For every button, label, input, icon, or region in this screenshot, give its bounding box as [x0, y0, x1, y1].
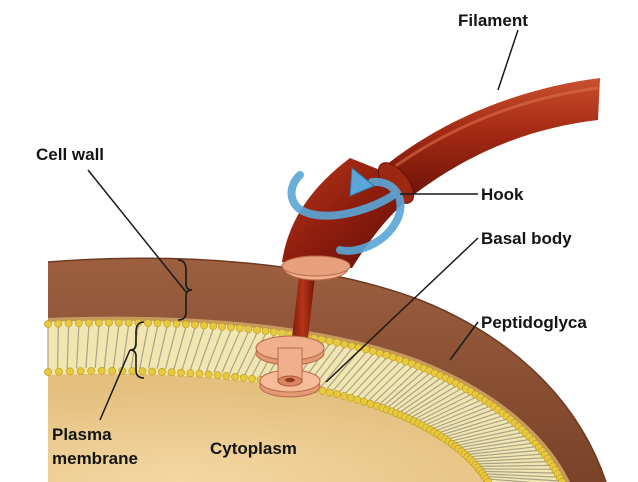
lipid-head [369, 348, 376, 355]
lipid-head [376, 350, 383, 357]
hook-bottom-rim [282, 256, 350, 276]
lipid-head [115, 319, 122, 326]
lipid-head [139, 368, 146, 375]
lipid-head [340, 392, 347, 399]
lipid-tail [58, 327, 59, 369]
label-filament: Filament [458, 11, 528, 30]
lipid-head [129, 368, 136, 375]
lipid-head [205, 371, 212, 378]
lipid-head [219, 323, 226, 330]
lipid-head [55, 320, 62, 327]
lipid-head [348, 342, 355, 349]
lipid-head [201, 322, 208, 329]
lipid-head [326, 389, 333, 396]
lipid-head [236, 325, 243, 332]
lipid-head [333, 391, 340, 398]
lipid-head [367, 400, 374, 407]
label-basal-body: Basal body [481, 229, 572, 248]
lipid-head [105, 319, 112, 326]
label-cell-wall: Cell wall [36, 145, 104, 164]
label-plasma-line1: Plasma [52, 425, 112, 444]
lipid-head [75, 320, 82, 327]
lipid-head [262, 327, 269, 334]
lipid-head [77, 368, 84, 375]
lipid-head [354, 396, 361, 403]
lipid-head [158, 368, 165, 375]
lipid-head [253, 326, 260, 333]
lipid-head [326, 338, 333, 345]
lipid-head [173, 320, 180, 327]
lipid-head [163, 320, 170, 327]
lipid-head [149, 368, 156, 375]
label-cytoplasm: Cytoplasm [210, 439, 297, 458]
lipid-head [227, 324, 234, 331]
lipid-head [270, 328, 277, 335]
lipid-head [177, 369, 184, 376]
lipid-head [279, 330, 286, 337]
lipid-head [125, 319, 132, 326]
lipid-head [383, 352, 390, 359]
lipid-head [109, 367, 116, 374]
lipid-head [223, 372, 230, 379]
flagellum-filament [380, 78, 600, 196]
lipid-head [168, 369, 175, 376]
label-peptidoglycan: Peptidoglyca [481, 313, 587, 332]
lipid-head [144, 319, 151, 326]
lipid-head [389, 354, 396, 361]
lipid-head [44, 368, 51, 375]
lipid-head [98, 367, 105, 374]
lipid-head [187, 370, 194, 377]
lipid-head [191, 321, 198, 328]
lipid-head [249, 375, 256, 382]
lipid-head [347, 394, 354, 401]
lipid-head [232, 373, 239, 380]
lipid-head [210, 322, 217, 329]
lipid-head [319, 387, 326, 394]
label-hook: Hook [481, 185, 524, 204]
lipid-head [360, 398, 367, 405]
lipid-head [154, 320, 161, 327]
lipid-head [95, 319, 102, 326]
lipid-head [182, 321, 189, 328]
lipid-head [65, 320, 72, 327]
label-plasma-line2: membrane [52, 449, 138, 468]
lipid-head [88, 367, 95, 374]
lipid-head [44, 320, 51, 327]
lipid-head [55, 368, 62, 375]
lipid-head [333, 339, 340, 346]
lipid-head [240, 374, 247, 381]
lipid-head [245, 326, 252, 333]
lipid-head [66, 368, 73, 375]
lipid-head [85, 319, 92, 326]
lipid-head [196, 370, 203, 377]
lipid-head [214, 372, 221, 379]
lipid-head [341, 341, 348, 348]
